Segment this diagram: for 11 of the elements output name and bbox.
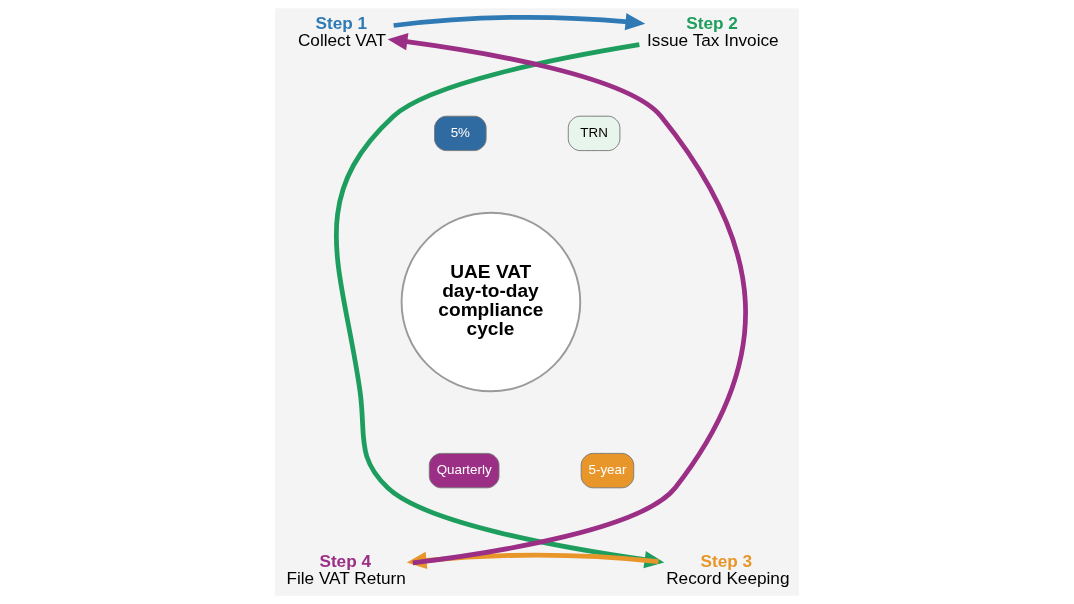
node-text: Step 1 Collect VAT bbox=[297, 12, 387, 50]
node-text: Step 3 Record Keeping bbox=[666, 550, 790, 588]
arrow bbox=[387, 33, 748, 566]
node-text: Step 2 Issue Tax Invoice bbox=[647, 12, 779, 50]
label: TRN bbox=[580, 124, 608, 140]
label: Quarterly bbox=[436, 462, 492, 478]
node-circle: UAE VAT day-to-day compliance cycle bbox=[400, 211, 582, 393]
arrow bbox=[393, 13, 646, 31]
label: 5% bbox=[450, 124, 470, 140]
node-text: Step 4 File VAT Return bbox=[286, 550, 406, 588]
label: 5-year bbox=[588, 462, 627, 478]
